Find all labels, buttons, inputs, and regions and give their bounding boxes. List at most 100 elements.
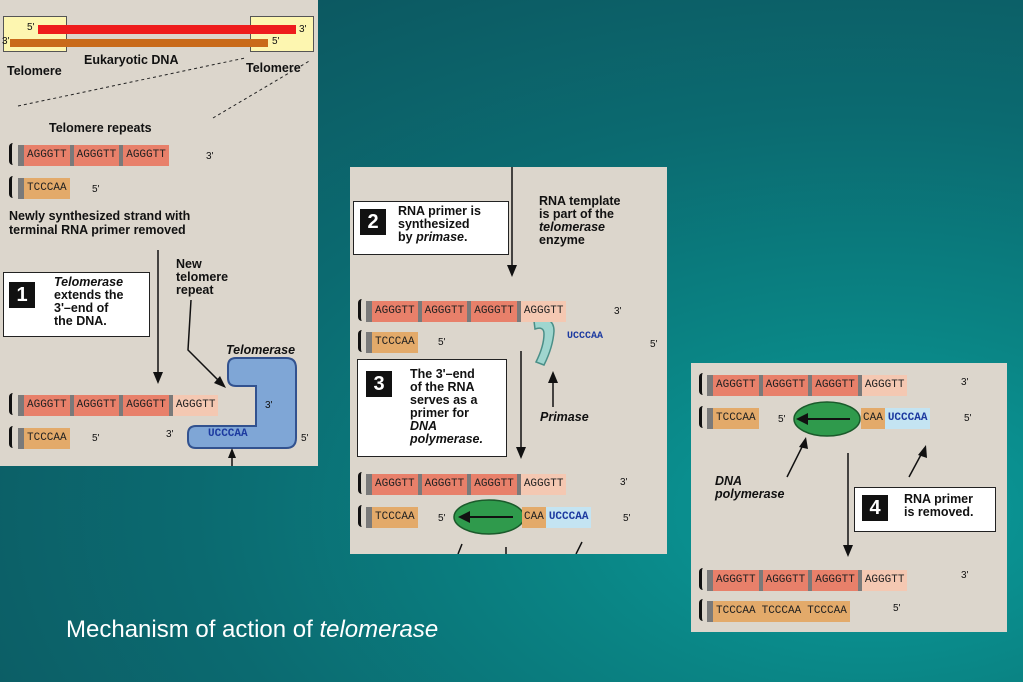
extended-strand: AGGGTT AGGGTT AGGGTT AGGGTT (18, 395, 219, 416)
strand-end-marker (9, 176, 17, 198)
telomere-right-label: Telomere (246, 61, 301, 75)
bottom-strand-3prime: 3' (2, 36, 10, 47)
step2-text: RNA primer is synthesized by primase. (398, 205, 481, 244)
complement-segment: TCCCAA (372, 332, 418, 353)
top-strand-5prime: 5' (27, 22, 35, 33)
complement-5prime: 5' (438, 513, 446, 524)
new-repeat-line1: New (176, 257, 202, 271)
panel-telomere-extension: 5' 3' 3' 5' Telomere Eukaryotic DNA Telo… (0, 0, 318, 466)
tmpl-line2: is part of the (539, 207, 615, 221)
repeat-2: AGGGTT (73, 395, 124, 416)
rna-primer-5prime: 5' (964, 413, 972, 424)
new-repeat: AGGGTT (861, 375, 908, 396)
strand-end-marker (699, 599, 707, 621)
complement-strand: TCCCAA (18, 428, 70, 449)
step1-line1: Telomerase (54, 275, 124, 289)
complement-1: TCCCAA (713, 601, 759, 622)
new-repeat-line2: telomere (176, 270, 229, 284)
complement-2: TCCCAA (758, 601, 805, 622)
repeat-strand: AGGGTT AGGGTT AGGGTT (18, 145, 169, 166)
telomerase-enzyme-shape (187, 357, 297, 449)
template-strand-3prime: 3' (614, 306, 622, 317)
new-repeat-line3: repeat (176, 283, 214, 297)
complement-5prime: 5' (92, 433, 100, 444)
repeat-1: AGGGTT (713, 375, 763, 396)
new-repeat: AGGGTT (861, 570, 908, 591)
extended-complement-strand: TCCCAA TCCCAA TCCCAA (707, 601, 850, 622)
template-strand: AGGGTT AGGGTT AGGGTT AGGGTT (366, 474, 567, 495)
step2-line3-em: primase (416, 230, 465, 244)
strand-end-marker (358, 505, 366, 527)
repeat-3: AGGGTT (812, 570, 862, 591)
repeat-1: AGGGTT (24, 145, 74, 166)
repeat-2: AGGGTT (762, 570, 813, 591)
rna-template-note: RNA template is part of the telomerase e… (539, 195, 621, 247)
telomere-repeats-label: Telomere repeats (49, 121, 152, 135)
step3-line3: serves as a (410, 393, 478, 407)
template-strand: AGGGTT AGGGTT AGGGTT AGGGTT (707, 375, 908, 396)
complement-strand: TCCCAA (18, 178, 70, 199)
step1-line2: extends the (54, 288, 124, 302)
telomerase-label: Telomerase (226, 343, 296, 357)
step4-line2: is removed. (904, 505, 974, 519)
strand-end-marker (699, 568, 707, 590)
repeat-2: AGGGTT (421, 474, 472, 495)
new-repeat: AGGGTT (520, 474, 567, 495)
step1-text: Telomerase extends the 3'–end of the DNA… (54, 276, 123, 328)
template-strand-3prime: 3' (961, 377, 969, 388)
new-dna-and-primer: CAA UCCCAA (522, 507, 592, 528)
step2-line1: RNA primer is (398, 204, 481, 218)
rna-primer-segment: UCCCAA (545, 507, 592, 528)
tmpl-line1: RNA template (539, 194, 621, 208)
primase-shape (533, 318, 555, 366)
repeat-3: AGGGTT (471, 474, 521, 495)
complement-segment: TCCCAA (24, 178, 70, 199)
newly-synthesized-line1: Newly synthesized strand with (9, 209, 191, 223)
panel-primer-removal: AGGGTT AGGGTT AGGGTT AGGGTT 3' TCCCAA 5'… (691, 363, 1007, 632)
strand-end-marker (358, 472, 366, 494)
strand-end-marker (358, 330, 366, 352)
panel1-lines (17, 57, 312, 466)
complement-strand: TCCCAA (366, 332, 418, 353)
caption-emphasis: telomerase (319, 616, 439, 643)
dnapol-line2: polymerase (715, 487, 785, 501)
extended-strand-3prime: 3' (265, 400, 273, 411)
dna-polymerase-label: DNA polymerase (715, 475, 784, 501)
strand-end-marker (9, 393, 17, 415)
repeat-3: AGGGTT (812, 375, 862, 396)
complement-strand: TCCCAA (366, 507, 418, 528)
primase-label: Primase (540, 410, 589, 424)
tmpl-line3: telomerase (539, 220, 606, 234)
step2-line3-pre: by (398, 230, 417, 244)
repeat-2: AGGGTT (762, 375, 813, 396)
tmpl-line4: enzyme (539, 233, 585, 247)
template-strand: AGGGTT AGGGTT AGGGTT AGGGTT (366, 301, 567, 322)
rna-primer-segment: UCCCAA (884, 408, 931, 429)
repeat-strand-3prime: 3' (206, 151, 214, 162)
repeat-1: AGGGTT (24, 395, 74, 416)
eukaryotic-dna-label: Eukaryotic DNA (84, 53, 179, 67)
complement-5prime: 5' (92, 184, 100, 195)
complement-segment: TCCCAA (372, 507, 418, 528)
step4-line1: RNA primer (904, 492, 973, 506)
step3-number: 3 (366, 371, 392, 397)
strand-end-marker (358, 299, 366, 321)
repeat-1: AGGGTT (372, 474, 422, 495)
slide-caption: Mechanism of action of telomerase (66, 616, 438, 644)
rna-primer-5prime: 5' (623, 513, 631, 524)
complement-strand: TCCCAA (707, 408, 759, 429)
template-strand: AGGGTT AGGGTT AGGGTT AGGGTT (707, 570, 908, 591)
step1-line3: 3'–end of (54, 301, 109, 315)
step3-text: The 3'–end of the RNA serves as a primer… (410, 368, 483, 446)
dnapol-line1: DNA (715, 474, 743, 488)
repeat-3: AGGGTT (123, 145, 169, 166)
template-strand-3prime: 3' (961, 570, 969, 581)
repeat-3: AGGGTT (123, 395, 173, 416)
complement-5prime: 5' (778, 414, 786, 425)
top-strand-bar (38, 25, 296, 34)
step1-number: 1 (9, 282, 35, 308)
rna-primer-5prime: 5' (650, 339, 658, 350)
repeat-1: AGGGTT (713, 570, 763, 591)
step2-line2: synthesized (398, 217, 470, 231)
new-dna-and-primer: CAA UCCCAA (861, 408, 931, 429)
